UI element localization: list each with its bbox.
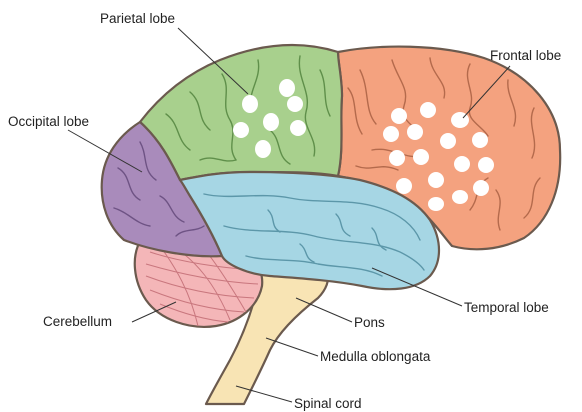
pons-label: Pons: [354, 315, 385, 330]
occipital-lobe-label: Occipital lobe: [8, 114, 89, 129]
temporal-lobe-label: Temporal lobe: [464, 300, 549, 315]
parietal-lobe-label: Parietal lobe: [100, 11, 175, 26]
medulla-oblongata-label: Medulla oblongata: [320, 349, 431, 364]
medulla-leader: [266, 338, 318, 356]
spinal-cord-label: Spinal cord: [294, 396, 362, 411]
cerebellum-label: Cerebellum: [43, 314, 112, 329]
frontal-lobe-label: Frontal lobe: [490, 48, 561, 63]
